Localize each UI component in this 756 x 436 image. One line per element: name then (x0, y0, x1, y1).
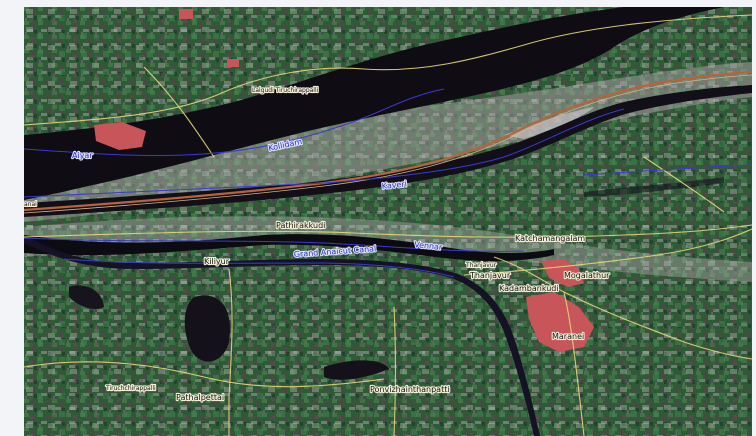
river-island (504, 107, 594, 139)
urban-area (179, 9, 193, 19)
waterway-lines (24, 88, 752, 278)
label-vennar: Vennar (414, 240, 444, 252)
label-anai: anai (24, 201, 37, 208)
label-maranei: Maranei (552, 332, 584, 341)
riverbank-belt (24, 62, 752, 222)
label-thanjavur-small: Thanjavur (465, 262, 497, 269)
label-katchamangalam: Katchamangalam (515, 234, 585, 243)
urban-area (94, 122, 146, 150)
drain (584, 177, 724, 197)
label-lalgudi-tiruchirappalli: Lalgudi Tiruchirappalli (252, 87, 319, 94)
railway-line-edge (24, 74, 752, 214)
label-kaveri: Kaveri (381, 179, 407, 191)
satellite-map[interactable]: Lalgudi Tiruchirappalli Pathirakkudi Kil… (24, 7, 752, 436)
water-tank (69, 285, 104, 309)
label-thanjavur: Thanjavur (469, 271, 511, 280)
map-canvas[interactable]: Lalgudi Tiruchirappalli Pathirakkudi Kil… (24, 7, 752, 436)
urban-area (526, 292, 594, 352)
place-labels: Lalgudi Tiruchirappalli Pathirakkudi Kil… (24, 86, 611, 403)
label-pathalpettai: Pathalpettai (176, 393, 224, 402)
urban-area (227, 59, 239, 67)
label-kadambankudi: Kadambankudi (499, 284, 559, 293)
label-kiliyur: Kiliyur (204, 257, 230, 266)
road-network (24, 14, 752, 436)
river-kollidam (24, 7, 724, 200)
railway-line (24, 70, 752, 212)
water-tank (324, 360, 389, 380)
water-tank (184, 295, 230, 362)
label-pathirakkudi: Pathirakkudi (276, 221, 325, 230)
label-mogalathur: Mogalathur (564, 271, 610, 280)
label-tiruchchirappalli: Tiruchchirappalli (105, 385, 156, 392)
label-ponvizhainthanpatti: Ponvizhainthanpatti (370, 385, 450, 394)
river-vennar (24, 234, 554, 262)
label-aiyar: Aiyar (72, 151, 93, 160)
